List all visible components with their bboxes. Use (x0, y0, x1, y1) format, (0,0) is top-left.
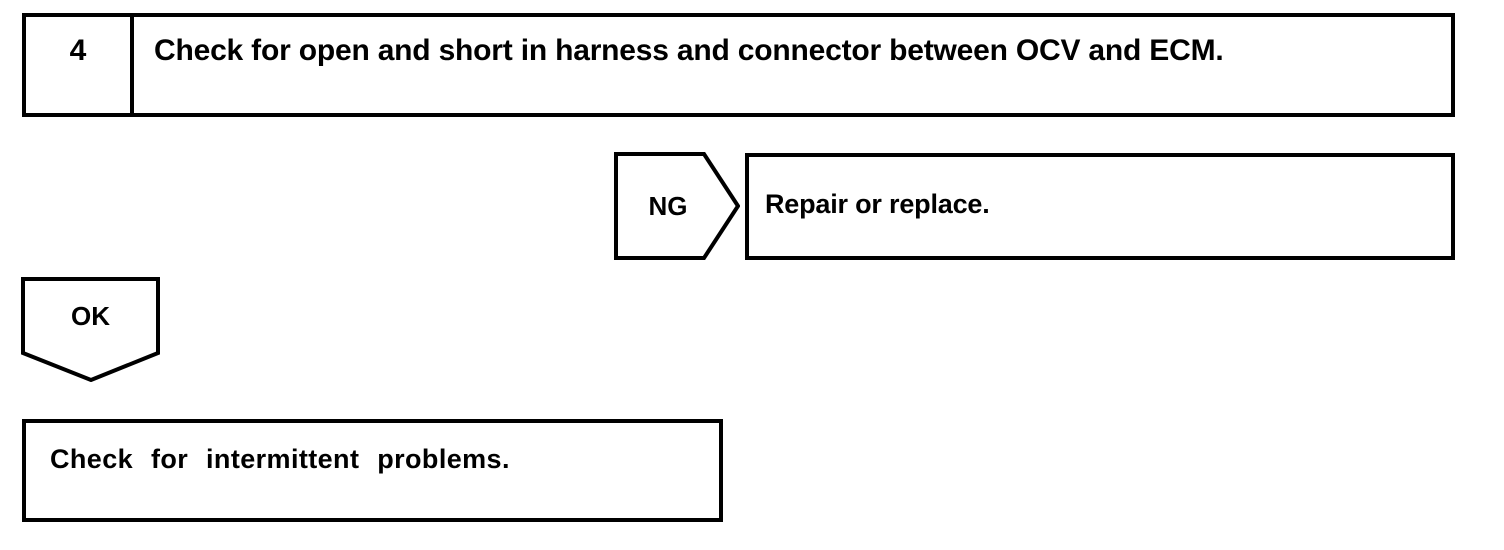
ng-result-box: Repair or replace. (745, 153, 1455, 260)
ng-arrow-icon (614, 152, 740, 260)
ok-result-box: Check for intermittent problems. (22, 419, 723, 522)
step-number: 4 (69, 34, 87, 67)
step-number-cell: 4 (26, 17, 134, 113)
ok-branch-label: OK (71, 300, 110, 331)
step-header-table: 4 Check for open and short in harness an… (22, 13, 1455, 117)
ok-arrow-icon (21, 277, 160, 382)
ng-branch-label: NG (648, 190, 688, 221)
step-title: Check for open and short in harness and … (154, 34, 1224, 67)
ok-result-text: Check for intermittent problems. (50, 444, 510, 474)
ng-result-text: Repair or replace. (765, 189, 990, 219)
